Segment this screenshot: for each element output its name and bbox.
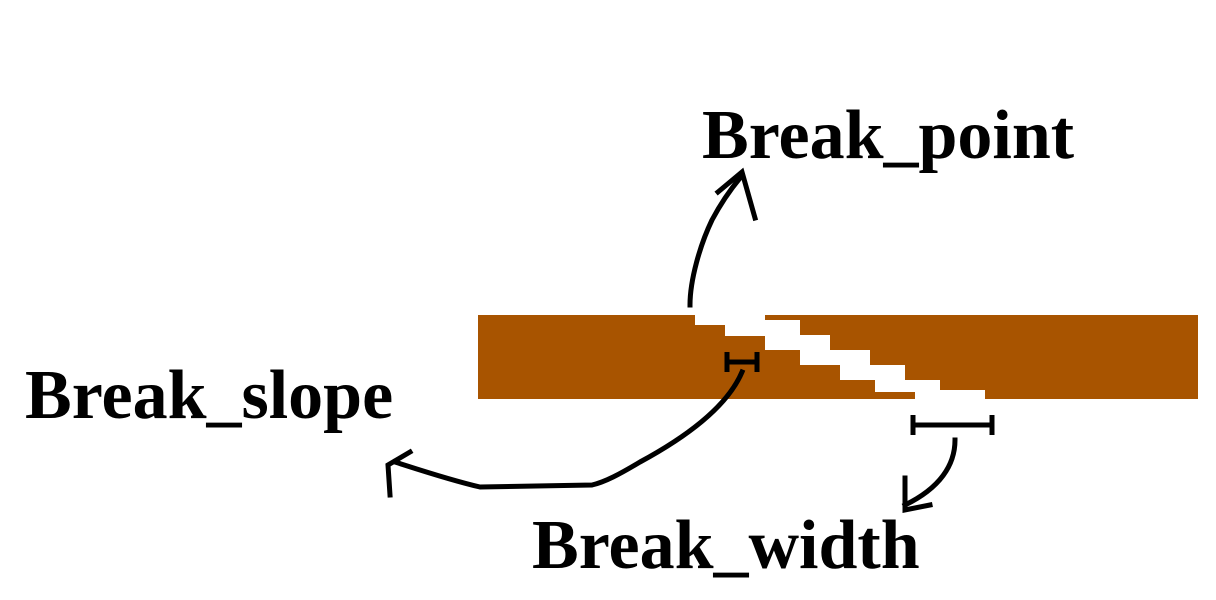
break-slope-arrowhead <box>385 448 414 498</box>
break-slope-marker <box>724 352 760 372</box>
break-point-label: Break_point <box>702 97 1074 174</box>
break-slope-label: Break_slope <box>25 357 393 434</box>
break-width-arrowhead <box>902 475 933 514</box>
break-width-marker <box>910 415 995 435</box>
break-width-arrow <box>901 437 958 509</box>
break-point-arrow <box>687 174 744 308</box>
break-point-arrowhead <box>714 167 759 222</box>
break-gap <box>695 315 985 399</box>
break-slope-arrow <box>391 368 746 490</box>
break-width-label: Break_width <box>532 507 920 584</box>
